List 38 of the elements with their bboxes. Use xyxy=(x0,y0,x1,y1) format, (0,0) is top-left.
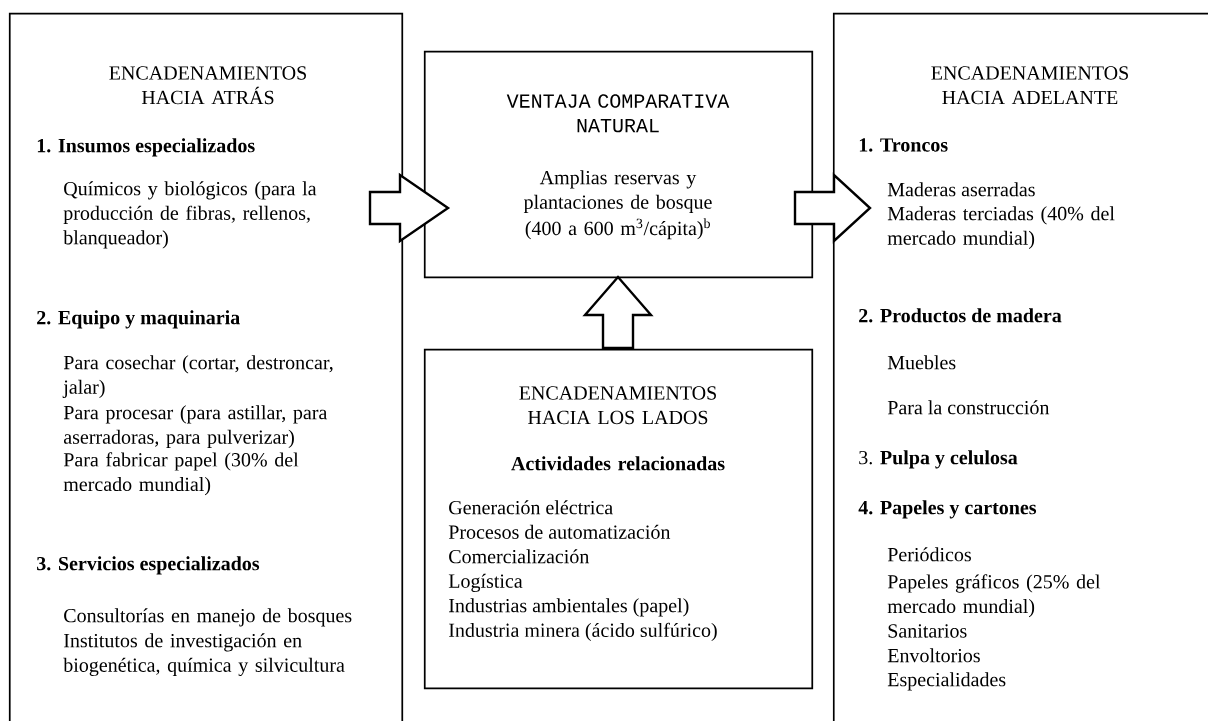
item-text: Especialidades xyxy=(887,672,1006,691)
item-text: Industria minera (ácido sulfúrico) xyxy=(449,622,717,642)
item-text: Periódicos xyxy=(887,547,971,562)
box-heading: ENCADENAMIENTOS HACIA ADELANTE xyxy=(931,66,1128,105)
item-text: Muebles xyxy=(887,355,956,370)
item-text: Para fabricar papel (30% del mercado mundial) xyxy=(63,452,299,496)
item-heading: 1. Insumos especializados xyxy=(37,138,255,157)
item-text: Generación eléctrica xyxy=(449,500,613,515)
item-text: Papeles gráficos (25% del mercado mundial) xyxy=(887,574,1101,618)
item-text: Comercialización xyxy=(449,549,590,564)
item-text: Químicos y biológicos (para la producción de fibras, rellenos, blanqueador) xyxy=(63,181,317,249)
item-heading: 1. Troncos xyxy=(859,138,948,152)
item-text: Sanitarios xyxy=(888,624,967,638)
body-text: Amplias reservas y plantaciones de bosque xyxy=(523,170,712,213)
box-heading: ENCADENAMIENTOS HACIA LOS LADOS xyxy=(519,386,716,425)
item-text: Industrias ambientales (papel) xyxy=(449,598,689,617)
block-arrow xyxy=(368,172,451,244)
body-text: (400 a 600 m$^{3}$/cápita)$^{b}$ xyxy=(525,218,710,240)
item-text: Logística xyxy=(448,573,523,592)
item-text: Maderas terciadas (40% del mercado mundial) xyxy=(887,206,1115,249)
item-text: Institutos de investigación en biogenética, química y silvicultura xyxy=(63,633,345,676)
block-arrow xyxy=(793,172,872,244)
item-text: Envoltorios xyxy=(887,648,980,663)
item-heading: 3. Servicios especializados xyxy=(37,556,260,575)
item-text: Para cosechar (cortar, destroncar, jalar) xyxy=(62,355,333,398)
item-text: Para procesar (para astillar, para aserradoras, para pulverizar) xyxy=(63,405,328,448)
block-arrow xyxy=(582,275,654,350)
section-heading: Actividades relacionadas xyxy=(511,456,725,471)
item-text: Maderas aserradas xyxy=(887,182,1035,197)
box-heading: ENCADENAMIENTOS HACIA ATRÁS xyxy=(109,66,306,105)
box-heading: VENTAJA COMPARATIVA NATURAL xyxy=(506,94,730,133)
item-heading: 4. Papeles y cartones xyxy=(858,500,1037,519)
item-heading: 2. Productos de madera xyxy=(859,308,1062,323)
item-text: Procesos de automatización xyxy=(448,524,671,539)
item-text: Para la construcción xyxy=(887,400,1050,415)
item-text: Consultorías en manejo de bosques xyxy=(64,608,352,627)
item-heading: 2. Equipo y maquinaria xyxy=(37,310,240,329)
item-text: 3. Pulpa y celulosa xyxy=(859,450,1018,469)
